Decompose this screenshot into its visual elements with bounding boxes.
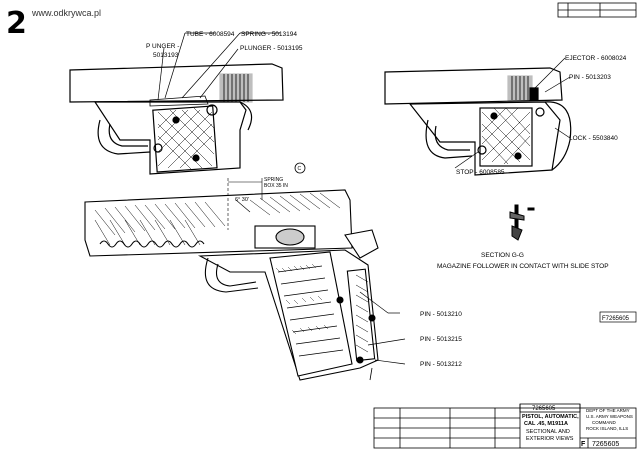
- agency-line-4: ROCK ISLAND, ILLS: [586, 426, 628, 431]
- dim-label-spring: SPRING: [264, 177, 283, 183]
- section-caption: SECTION G-G: [481, 252, 524, 259]
- dim-label-box: BOX 35 IN: [264, 183, 288, 189]
- section-g-g-detail: [509, 204, 535, 241]
- pistol-sectional-view: [84, 162, 379, 381]
- size-letter: F: [581, 441, 586, 448]
- title-line-2: CAL .45, M1911A: [524, 421, 568, 427]
- title-line-1: PISTOL, AUTOMATIC,: [522, 414, 579, 420]
- top-left-leaders: [157, 32, 280, 101]
- agency-line-3: COMMAND: [592, 420, 616, 425]
- label-plunger-right: PLUNGER - 5013195: [240, 45, 303, 52]
- pistol-right-exterior: [384, 67, 572, 176]
- label-pin-5013215: PIN - 5013215: [420, 336, 462, 343]
- sheet-number: 2: [6, 6, 27, 41]
- title-line-4: EXTERIOR VIEWS: [526, 436, 574, 442]
- side-code: F7265605: [602, 316, 630, 322]
- label-plunger-left-2: 5013193: [153, 52, 179, 59]
- label-tube: TUBE - 6008594: [186, 31, 235, 38]
- label-plunger-left-1: P UNGER -: [146, 43, 179, 50]
- watermark-text: www.odkrywca.pl: [32, 8, 102, 18]
- label-pin-5013212: PIN - 5013212: [420, 361, 462, 368]
- label-lock: LOCK - 5503840: [569, 135, 618, 142]
- agency-line-2: U.S. ARMY WEAPONS: [586, 414, 633, 419]
- label-ejector: EJECTOR - 6008024: [565, 55, 627, 62]
- title-drawing-no-top: 7265605: [532, 406, 556, 412]
- drawing-number: 7265605: [592, 441, 619, 448]
- label-pin-5013210: PIN - 5013210: [420, 311, 462, 318]
- top-right-leaders: [454, 57, 571, 169]
- section-note: MAGAZINE FOLLOWER IN CONTACT WITH SLIDE …: [437, 263, 609, 270]
- title-block-frame: [373, 403, 637, 449]
- revision-block: [557, 2, 637, 18]
- label-spring: SPRING - 5013194: [241, 31, 297, 38]
- label-pin-5013203: PIN - 5013203: [569, 74, 611, 81]
- agency-line-1: DEPT OF THE ARMY: [586, 408, 630, 413]
- dim-angle: 6° 30': [235, 197, 249, 203]
- circle-mark: C: [298, 166, 302, 172]
- title-line-3: SECTIONAL AND: [526, 429, 570, 435]
- side-code-box: [599, 311, 637, 323]
- label-stop: STOP - 6008585: [456, 169, 505, 176]
- pistol-left-exterior: [69, 63, 284, 175]
- bottom-leaders: [359, 291, 406, 365]
